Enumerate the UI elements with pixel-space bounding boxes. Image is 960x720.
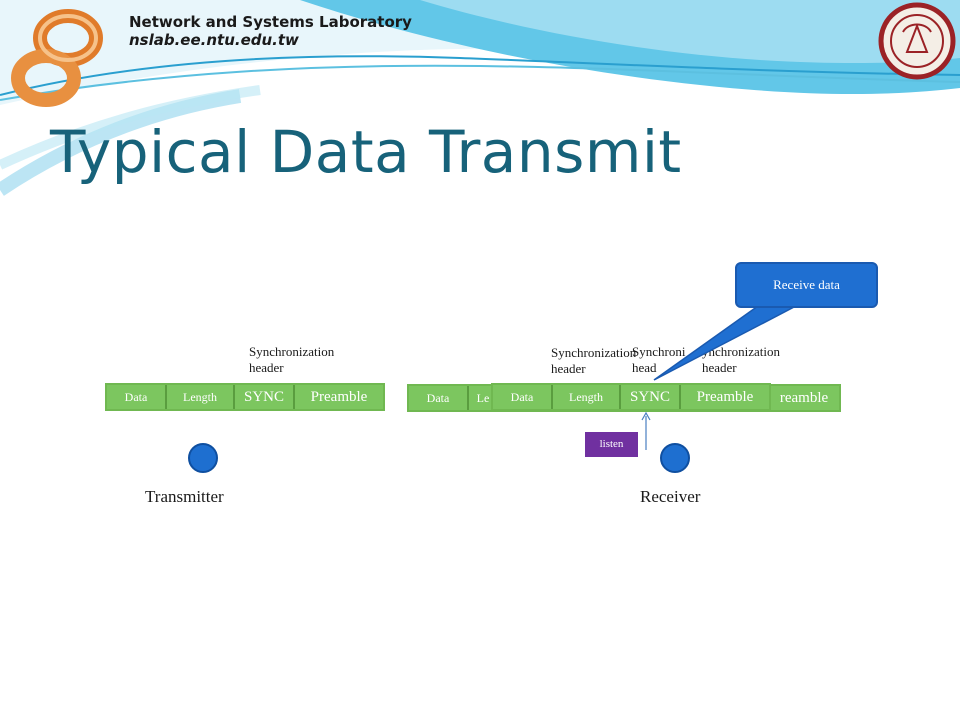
frame-data-field: Data bbox=[107, 385, 167, 409]
frame-preamble-field: Preamble bbox=[696, 389, 754, 405]
receive-data-callout: Receive data bbox=[735, 262, 878, 308]
listen-arrow-head bbox=[641, 411, 651, 421]
receiver-sync-note-1: Synchronization header bbox=[551, 345, 636, 377]
lab-header: Network and Systems Laboratory nslab.ee.… bbox=[129, 13, 412, 49]
frame-sync-field: SYNC bbox=[235, 385, 295, 409]
lab-name: Network and Systems Laboratory bbox=[129, 13, 412, 31]
receiver-sync-note-2: Synchroni head bbox=[632, 344, 685, 376]
note-line: Synchroni bbox=[632, 344, 686, 359]
transmitter-label: Transmitter bbox=[145, 487, 224, 506]
transmitter-node bbox=[188, 443, 218, 473]
frame-preamble-field: reamble bbox=[779, 390, 829, 406]
note-line: Synchronization bbox=[249, 344, 335, 359]
page-title: Typical Data Transmit bbox=[50, 118, 682, 186]
frame-data-field: Data bbox=[493, 385, 553, 409]
frame-length-field: Length bbox=[553, 385, 621, 409]
frame-preamble-field: Preamble bbox=[310, 389, 368, 405]
lab-url: nslab.ee.ntu.edu.tw bbox=[129, 31, 299, 49]
note-line: header bbox=[702, 360, 737, 375]
note-line: Synchronization bbox=[551, 345, 637, 360]
receiver-sync-note-3: ynchronization header bbox=[702, 344, 780, 376]
receiver-label: Receiver bbox=[640, 487, 701, 506]
note-line: header bbox=[551, 361, 586, 376]
infinity-8-logo-icon bbox=[11, 9, 103, 107]
note-line: ynchronization bbox=[702, 344, 780, 359]
receiver-front-frame: Data Length SYNC Preamble bbox=[491, 383, 771, 411]
note-line: head bbox=[632, 360, 657, 375]
frame-sync-field: SYNC bbox=[621, 385, 681, 409]
receiver-node bbox=[660, 443, 690, 473]
frame-length-field: Length bbox=[167, 385, 235, 409]
university-seal-icon bbox=[878, 2, 956, 80]
note-line: header bbox=[249, 360, 284, 375]
transmitter-frame: Data Length SYNC Preamble bbox=[105, 383, 385, 411]
transmitter-sync-note: Synchronization header bbox=[249, 344, 334, 376]
frame-data-field: Data bbox=[409, 386, 469, 410]
header-wave-background bbox=[0, 0, 960, 196]
listen-badge: listen bbox=[585, 432, 638, 457]
callout-pointer bbox=[653, 305, 797, 381]
